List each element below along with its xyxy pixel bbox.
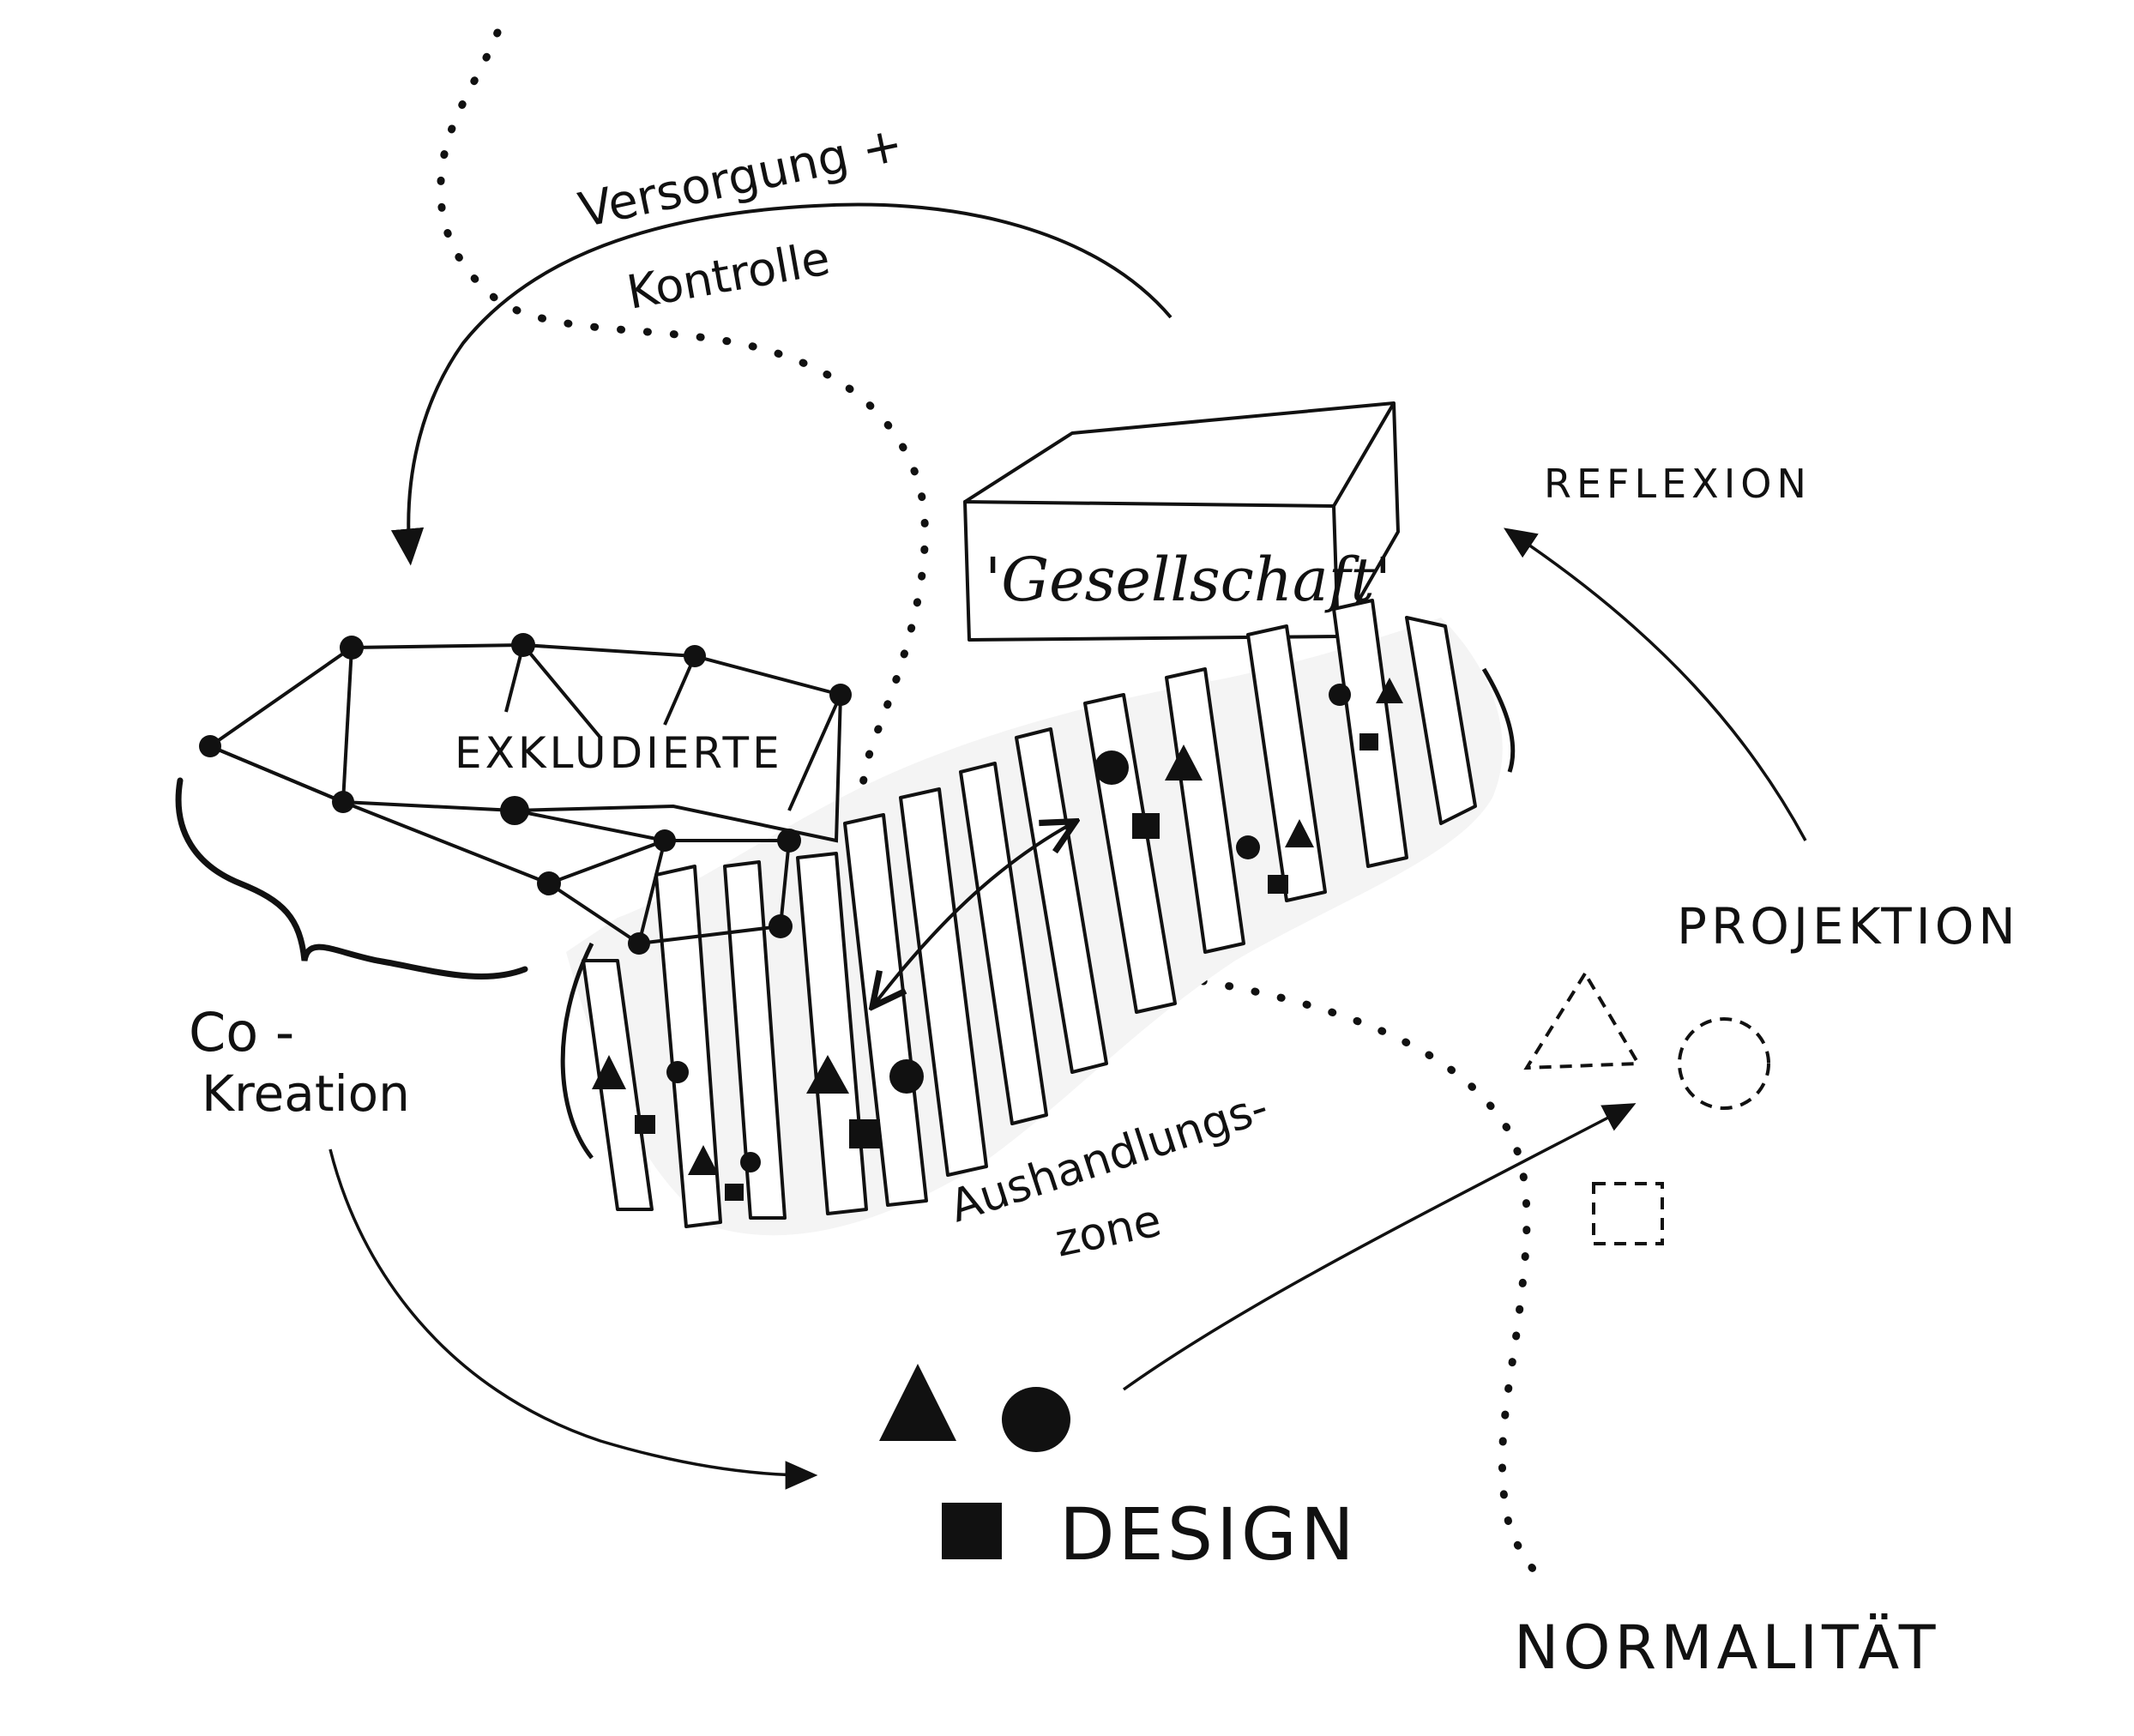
co-kreation-brace [175, 777, 528, 980]
band-shapes [592, 678, 1403, 1201]
square-shape [1132, 813, 1160, 839]
circle-shape [1236, 835, 1260, 859]
exkludierte-label: EXKLUDIERTE [455, 728, 783, 778]
triangle-shape [1285, 819, 1314, 847]
triangle-shape [688, 1145, 719, 1175]
network-node [511, 633, 535, 657]
network-node [777, 829, 801, 853]
dotted-flow-top [437, 28, 1548, 1591]
square-shape [725, 1184, 744, 1201]
exkludierte-network [206, 642, 843, 945]
band-edge-right [1481, 667, 1516, 773]
circle-shape [1094, 750, 1129, 785]
kontrolle-label: Kontrolle [623, 231, 834, 319]
triangle-shape [1165, 744, 1203, 781]
square-shape [635, 1115, 655, 1134]
square-shape [1359, 733, 1378, 750]
network-node [199, 735, 221, 757]
network-node [628, 932, 650, 955]
square-shape [1268, 875, 1288, 894]
kreation-label: Kreation [202, 1064, 410, 1123]
network-node [684, 645, 706, 667]
network-node [769, 914, 793, 938]
circle-shape [889, 1059, 924, 1094]
zone-label: zone [1051, 1195, 1166, 1267]
network-node [340, 636, 364, 660]
triangle-shape [806, 1055, 849, 1094]
design-circle [1002, 1387, 1070, 1452]
stripe [1165, 667, 1245, 954]
reflexion-label: REFLEXION [1544, 461, 1811, 507]
co-label: Co - [189, 1001, 294, 1064]
network-node [500, 796, 529, 825]
network-node [654, 829, 676, 852]
co-kreation-arrow [329, 1148, 818, 1490]
circle-shape [666, 1061, 689, 1083]
aushandlungszone-band [560, 599, 1516, 1236]
band-edge-left [560, 942, 594, 1160]
network-node [537, 871, 561, 895]
design-to-projektion-arrow [1122, 1103, 1637, 1391]
circle-shape [1329, 684, 1351, 706]
network-node [829, 684, 852, 706]
stripe [1405, 616, 1477, 825]
design-triangle [879, 1364, 956, 1441]
gesellschaft-label: 'Gesellschaft' [985, 545, 1391, 615]
circle-shape [740, 1152, 761, 1172]
stripe [654, 865, 722, 1228]
network-node [332, 791, 354, 813]
square-shape [849, 1119, 880, 1148]
normalitaet-label: NORMALITÄT [1514, 1612, 1940, 1683]
versorgung-arrow [390, 202, 1172, 566]
projektion-shapes [1523, 970, 1770, 1245]
design-shapes [879, 1364, 1070, 1559]
dashed-circle [1678, 1017, 1770, 1110]
triangle-shape [1376, 678, 1403, 703]
network-nodes [199, 633, 852, 955]
triangle-shape [592, 1055, 626, 1089]
dashed-square [1592, 1182, 1664, 1245]
negotiation-arrow [875, 823, 1072, 1004]
design-label: DESIGN [1059, 1492, 1358, 1576]
reflexion-arrow [1504, 527, 1807, 841]
design-square [942, 1503, 1002, 1559]
dashed-triangle [1523, 970, 1642, 1070]
versorgung-label: Versorgung + [574, 116, 907, 238]
projektion-label: PROJEKTION [1677, 897, 2020, 955]
stripe [723, 860, 787, 1220]
